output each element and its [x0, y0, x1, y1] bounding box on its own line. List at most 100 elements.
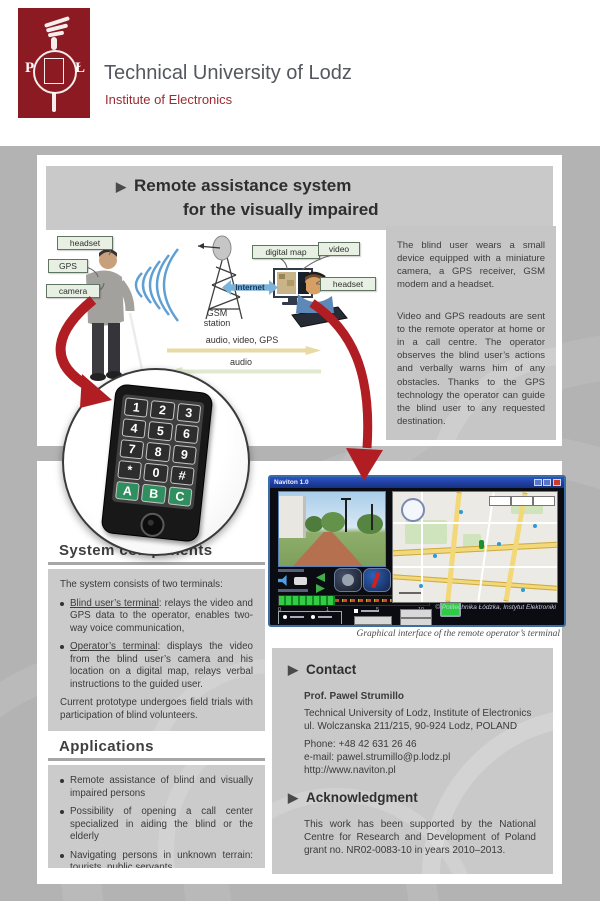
contact-heading: ▶Contact	[288, 662, 357, 677]
torch-handle-icon	[51, 37, 57, 50]
heading-underline	[48, 758, 265, 761]
label-headset-user: headset	[57, 236, 113, 250]
bullet-dot-icon	[60, 645, 64, 650]
list-item: Remote assistance of blind and visually …	[60, 775, 253, 800]
poster-title-line1: ▶Remote assistance system	[116, 176, 352, 195]
digital-map-panel[interactable]	[392, 491, 558, 603]
keypad-key[interactable]: *	[117, 460, 143, 481]
map-type-button[interactable]	[489, 496, 511, 506]
map-marker	[533, 524, 537, 528]
slider-tick: 1	[326, 607, 330, 613]
audio-on-button[interactable]	[400, 609, 432, 618]
contact-ack-box: ▶Contact Prof. Pawel Strumillo Technical…	[272, 648, 553, 874]
map-road	[421, 492, 423, 602]
keypad-key-letter[interactable]: A	[115, 480, 141, 502]
slider-track	[335, 599, 427, 602]
connect-button[interactable]	[354, 616, 392, 625]
pan-arrows-icon[interactable]	[316, 584, 325, 593]
applications-heading: Applications	[59, 738, 154, 755]
logo-letter-p: P	[25, 60, 35, 76]
radio-button[interactable]	[311, 615, 315, 619]
bullet-text: Possibility of opening a call center spe…	[70, 806, 253, 843]
timestamp-text	[278, 569, 304, 572]
gsm-dish-icon	[212, 235, 232, 261]
keypad-round-button[interactable]	[139, 511, 166, 539]
contact-email[interactable]: e-mail: pawel.strumillo@p.lodz.pl	[304, 752, 451, 763]
close-button[interactable]	[553, 479, 561, 486]
description-box: The blind user wears a small device equi…	[386, 226, 556, 440]
heading-underline	[48, 562, 265, 565]
keypad-key-letter[interactable]: C	[167, 486, 193, 507]
map-attribution: © Politechnika Łódzka, Instytut Elektron…	[435, 604, 556, 611]
bullet-text: Navigating persons in unknown terrain: t…	[70, 849, 253, 868]
bullet-dot-icon	[60, 779, 64, 783]
tree	[305, 516, 323, 532]
label-video: video	[318, 242, 360, 256]
keypad-key[interactable]: 5	[147, 421, 173, 442]
keypad-key[interactable]: 0	[143, 462, 169, 484]
university-logo: P Ł	[18, 8, 90, 118]
map-marker	[497, 542, 501, 546]
system-components-intro: The system consists of two terminals:	[60, 579, 223, 590]
audio-off-button[interactable]	[400, 618, 432, 625]
description-paragraph-2: Video and GPS readouts are sent to the r…	[397, 311, 545, 427]
map-type-button[interactable]	[511, 496, 533, 506]
radio-button[interactable]	[283, 615, 287, 619]
camera-video-feed	[278, 491, 386, 567]
title-banner: ▶Remote assistance system for the visual…	[46, 166, 553, 230]
route-button[interactable]	[363, 568, 391, 592]
maximize-button[interactable]	[543, 479, 551, 486]
map-park-area	[463, 534, 481, 548]
radio-label	[318, 616, 332, 618]
map-pan-control[interactable]	[401, 498, 425, 522]
contact-website[interactable]: http://www.naviton.pl	[304, 765, 396, 776]
logo-shield-icon	[44, 58, 64, 84]
keypad-key[interactable]: #	[169, 465, 195, 486]
logo-letter-l: Ł	[75, 60, 86, 76]
tree	[321, 512, 345, 532]
keypad-key-letter[interactable]: B	[141, 483, 167, 504]
keypad-key[interactable]: 6	[173, 423, 200, 445]
camera-icon[interactable]	[294, 577, 307, 585]
contact-affiliation: Technical University of Lodz, Institute …	[304, 708, 532, 719]
bullet-dot-icon	[60, 853, 64, 858]
window-title-bar[interactable]: Naviton 1.0	[270, 477, 564, 488]
terminal-caption: Graphical interface of the remote operat…	[356, 629, 560, 639]
acknowledgment-heading: ▶Acknowledgment	[288, 790, 418, 805]
keypad-key[interactable]: 3	[176, 402, 202, 424]
keypad-key[interactable]: 9	[171, 444, 197, 465]
keypad-key[interactable]: 1	[123, 397, 149, 418]
map-road	[393, 574, 557, 591]
map-type-button[interactable]	[533, 496, 555, 506]
map-scale-bar	[399, 592, 421, 594]
keypad-key[interactable]: 2	[149, 400, 176, 421]
radio-label	[290, 616, 304, 618]
speaker-icon[interactable]	[278, 575, 287, 586]
map-road	[393, 566, 557, 568]
keypad-key[interactable]: 4	[121, 418, 147, 439]
logo-sword-icon	[52, 92, 56, 112]
checkbox-label	[361, 610, 379, 612]
keypad-key[interactable]: 8	[145, 441, 171, 463]
keypad-key[interactable]: 7	[119, 439, 145, 460]
list-item: Operator’s terminal: displays the video …	[60, 641, 253, 691]
label-headset-operator: headset	[320, 277, 376, 291]
tree	[357, 514, 383, 534]
pan-arrows-icon[interactable]	[316, 573, 325, 582]
gsm-dish-pointer-head	[198, 243, 204, 249]
poster-title-line2: for the visually impaired	[183, 200, 379, 219]
institute-name: Institute of Electronics	[105, 92, 233, 107]
header: P Ł Technical University of Lodz Institu…	[0, 0, 600, 146]
checkbox[interactable]	[354, 609, 358, 613]
map-road	[393, 522, 557, 524]
label-gps: GPS	[48, 259, 88, 273]
blind-user-figure	[86, 249, 146, 381]
map-marker	[433, 554, 437, 558]
map-marker	[459, 510, 463, 514]
applications-box: Remote assistance of blind and visually …	[48, 765, 265, 868]
map-mode-button[interactable]	[334, 568, 362, 592]
system-components-outro: Current prototype undergoes field trials…	[60, 697, 253, 721]
minimize-button[interactable]	[534, 479, 542, 486]
acknowledgment-text: This work has been supported by the Nati…	[304, 819, 536, 856]
